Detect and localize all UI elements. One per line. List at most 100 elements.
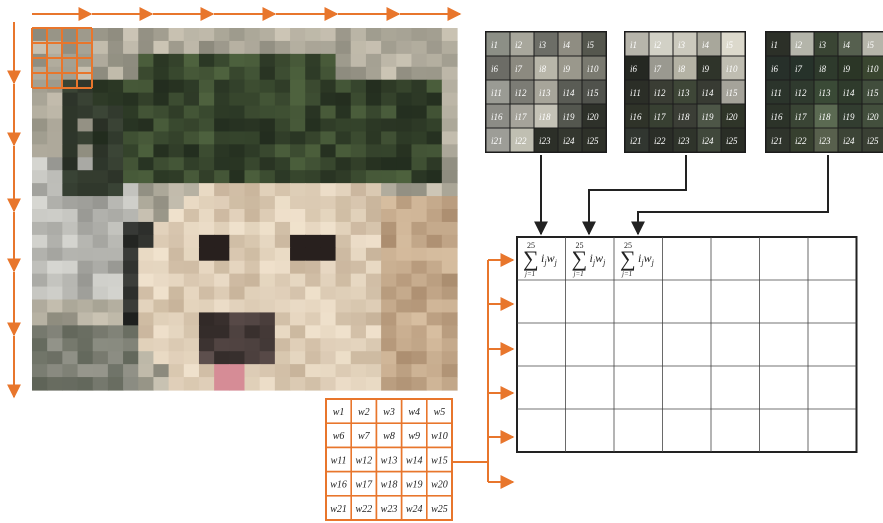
image-pixel [138, 222, 154, 236]
image-pixel [184, 157, 200, 171]
image-pixel [381, 196, 397, 210]
image-pixel [411, 364, 427, 378]
image-pixel [138, 287, 154, 301]
patch-cell-label: i14 [843, 88, 855, 98]
image-pixel [305, 119, 321, 133]
image-pixel [214, 351, 230, 365]
image-pixel [305, 170, 321, 184]
image-pixel [93, 364, 109, 378]
image-pixel [396, 351, 412, 365]
image-pixel [442, 119, 458, 133]
image-pixel [32, 274, 48, 288]
image-pixel [199, 338, 215, 352]
image-pixel [214, 67, 230, 81]
image-pixel [260, 119, 276, 133]
image-pixel [184, 209, 200, 223]
image-pixel [32, 287, 48, 301]
patch-cell-label: i1 [491, 40, 498, 50]
image-pixel [275, 312, 291, 326]
image-pixel [78, 338, 94, 352]
image-pixel [275, 287, 291, 301]
image-pixel [320, 209, 336, 223]
image-pixel [366, 131, 382, 145]
patch-cell-label: i20 [587, 112, 599, 122]
image-pixel [199, 351, 215, 365]
image-pixel [381, 325, 397, 339]
image-pixel [214, 248, 230, 262]
kernel-cell-label: w18 [381, 480, 398, 491]
image-pixel [184, 377, 200, 391]
image-pixel [290, 119, 306, 133]
image-pixel [62, 235, 78, 249]
image-pixel [214, 170, 230, 184]
image-pixel [305, 131, 321, 145]
image-pixel [411, 157, 427, 171]
input-patches: i1i2i3i4i5i6i7i8i9i10i11i12i13i14i15i16i… [485, 31, 883, 153]
patch-cell-label: i24 [702, 136, 714, 146]
svg-text:j=1: j=1 [524, 270, 535, 278]
image-pixel [184, 131, 200, 145]
image-pixel [381, 131, 397, 145]
image-pixel [47, 235, 63, 249]
kernel-cell-label: w15 [431, 455, 448, 466]
image-pixel [320, 41, 336, 55]
image-pixel [396, 28, 412, 42]
image-pixel [153, 119, 169, 133]
image-pixel [47, 183, 63, 197]
image-pixel [290, 41, 306, 55]
image-pixel [336, 377, 352, 391]
image-pixel [351, 28, 367, 42]
image-pixel [427, 131, 443, 145]
image-pixel [184, 248, 200, 262]
image-pixel [260, 287, 276, 301]
patch-cell-label: i22 [795, 136, 807, 146]
image-pixel [351, 131, 367, 145]
image-pixel [229, 274, 245, 288]
image-pixel [62, 106, 78, 120]
image-pixel [184, 300, 200, 314]
patch-cell-label: i23 [678, 136, 690, 146]
image-pixel [32, 144, 48, 158]
patch-cell-label: i17 [654, 112, 666, 122]
image-pixel [427, 119, 443, 133]
image-pixel [320, 54, 336, 68]
image-pixel [305, 274, 321, 288]
image-pixel [275, 274, 291, 288]
image-pixel [366, 67, 382, 81]
image-pixel [351, 325, 367, 339]
image-pixel [245, 351, 261, 365]
image-pixel [336, 54, 352, 68]
image-pixel [427, 312, 443, 326]
patch-cell-label: i12 [795, 88, 807, 98]
image-pixel [199, 235, 215, 249]
image-pixel [396, 274, 412, 288]
image-pixel [32, 80, 48, 94]
image-pixel [442, 209, 458, 223]
image-pixel [138, 157, 154, 171]
patch-cell-label: i5 [867, 40, 875, 50]
image-pixel [411, 80, 427, 94]
image-pixel [305, 235, 321, 249]
image-pixel [260, 209, 276, 223]
image-pixel [366, 54, 382, 68]
image-pixel [78, 377, 94, 391]
kernel-cell-label: w24 [406, 504, 423, 515]
image-pixel [396, 325, 412, 339]
image-pixel [229, 28, 245, 42]
image-pixel [442, 54, 458, 68]
image-pixel [229, 80, 245, 94]
image-pixel [320, 196, 336, 210]
image-pixel [245, 209, 261, 223]
image-pixel [62, 222, 78, 236]
image-pixel [214, 196, 230, 210]
image-pixel [138, 28, 154, 42]
patch-cell-label: i17 [515, 112, 527, 122]
patch-cell-label: i18 [678, 112, 690, 122]
patch-cell-label: i11 [491, 88, 502, 98]
image-pixel [169, 157, 185, 171]
image-pixel [47, 157, 63, 171]
image-pixel [62, 351, 78, 365]
patch-cell-label: i22 [654, 136, 666, 146]
image-pixel [62, 157, 78, 171]
image-pixel [245, 274, 261, 288]
